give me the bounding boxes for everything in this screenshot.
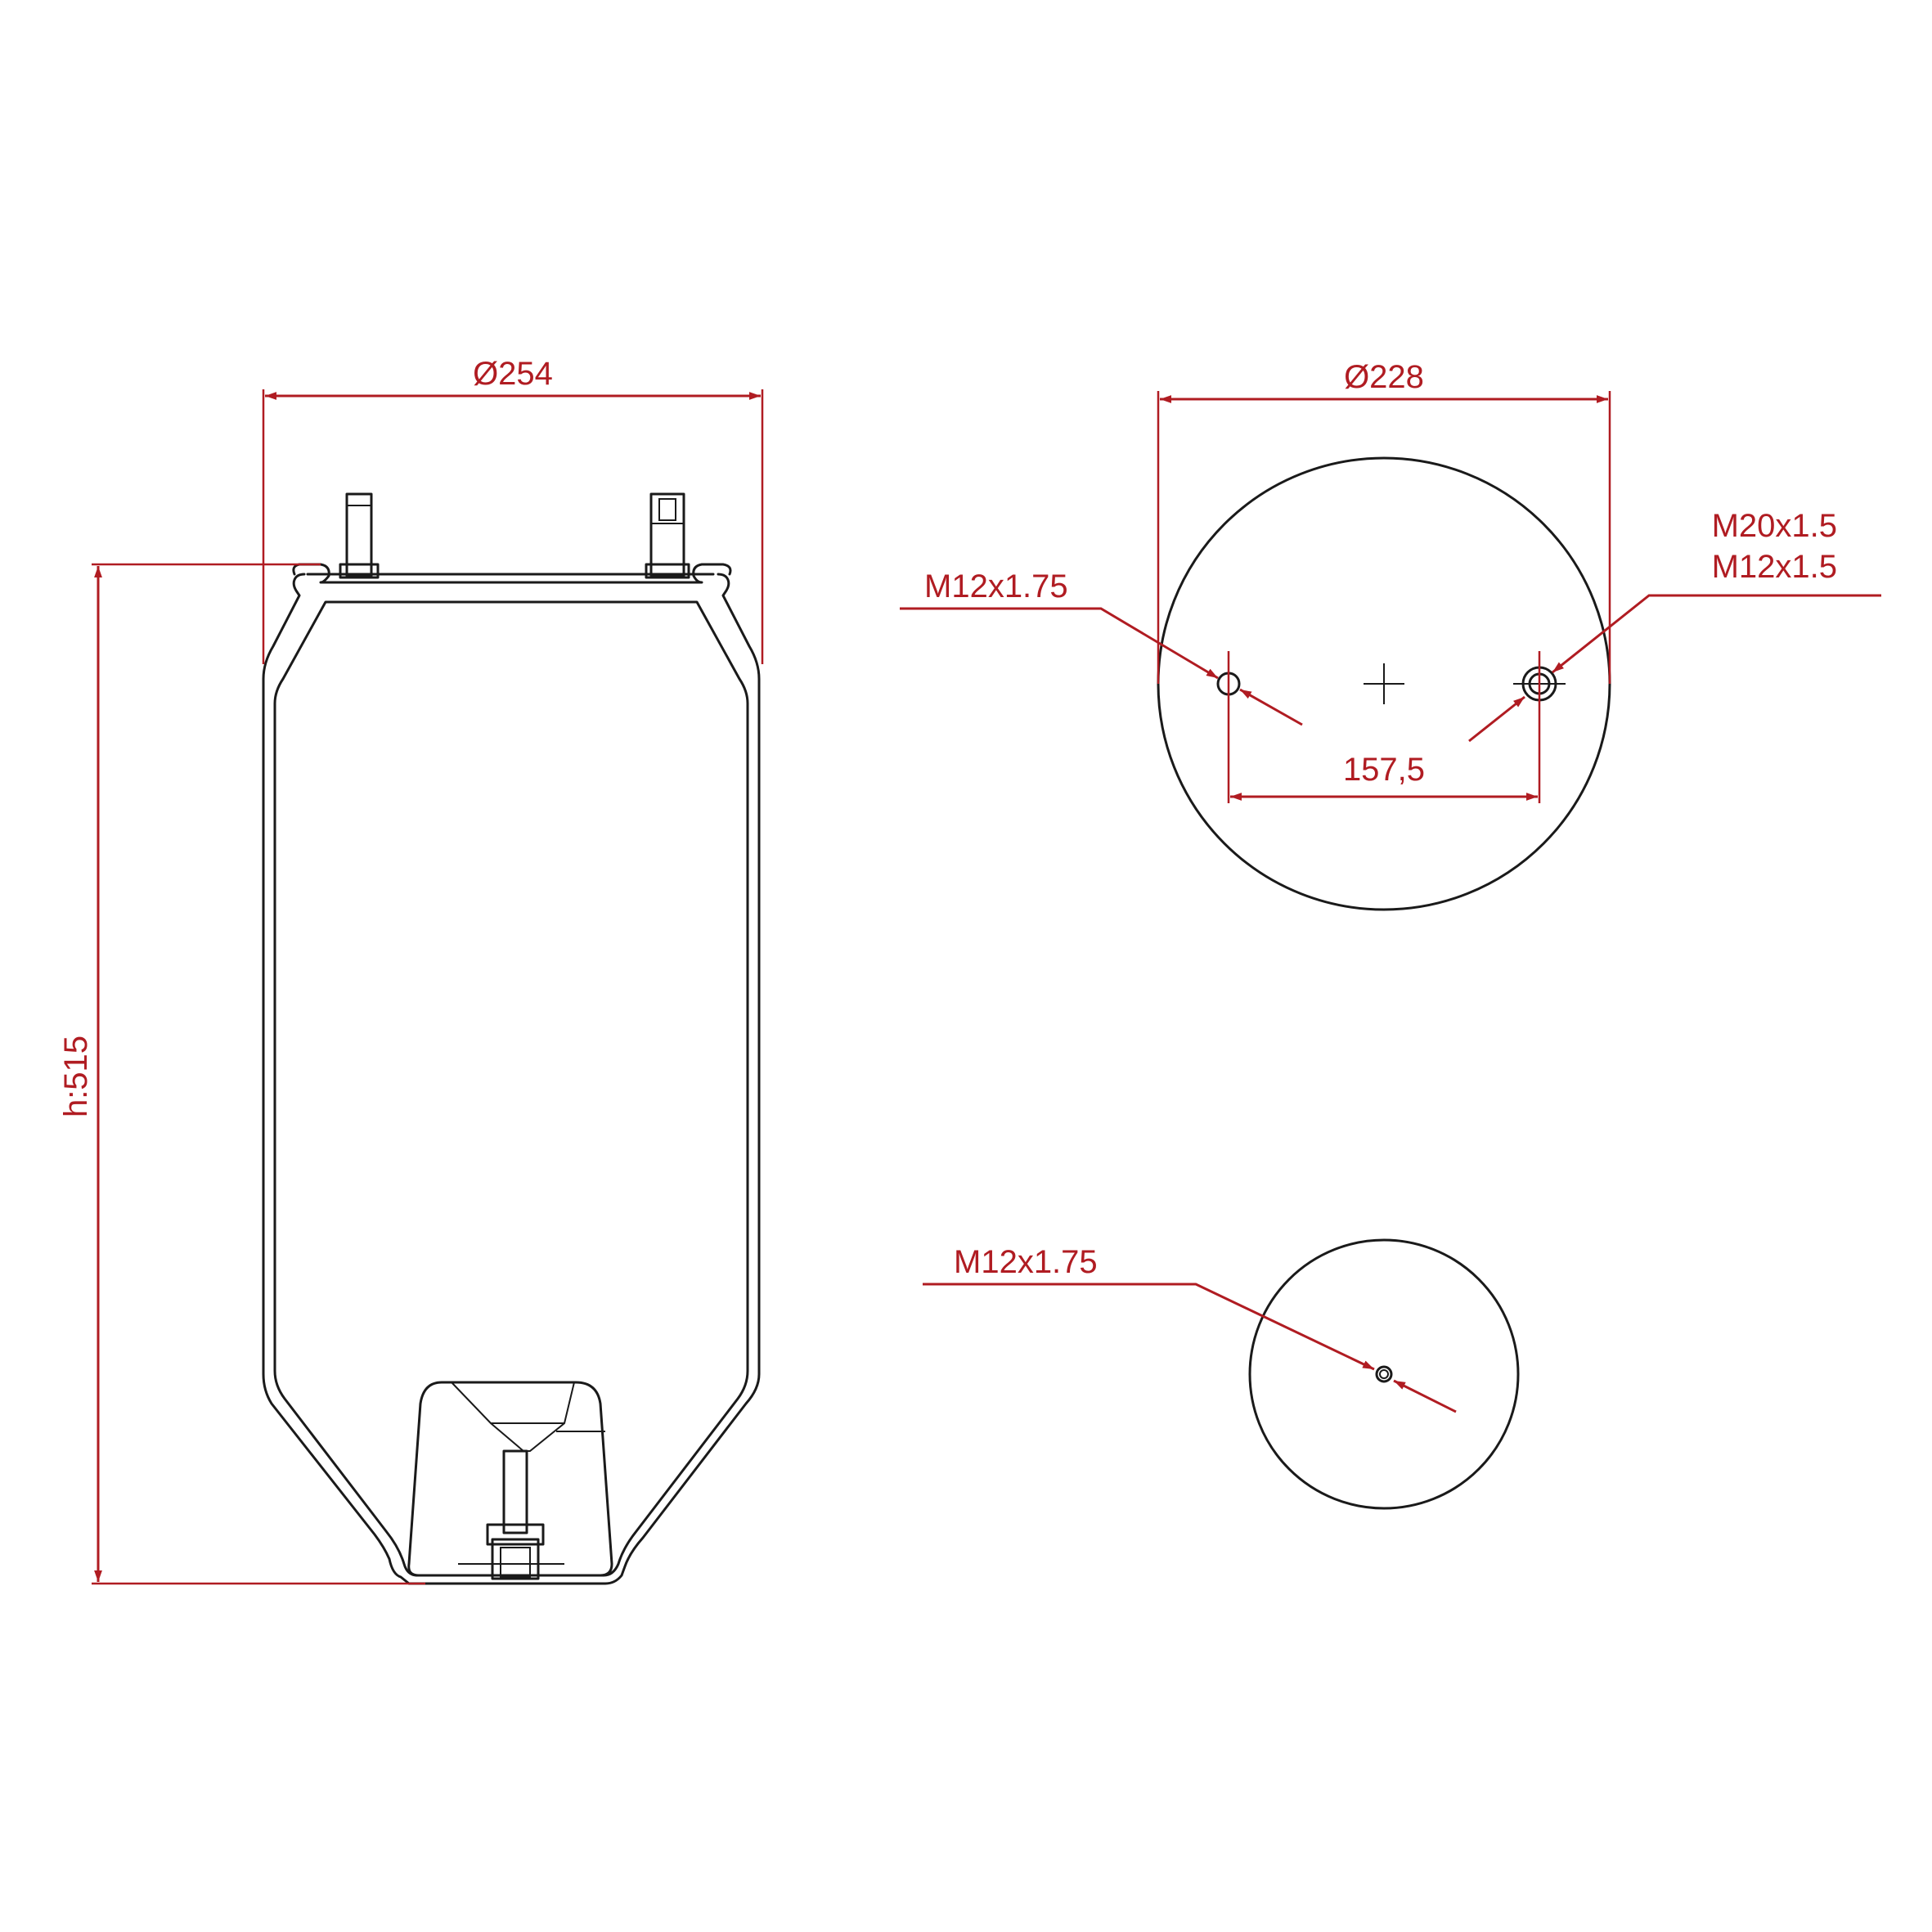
piston-bottom-circle: [1248, 1238, 1520, 1510]
height-label: h:515: [58, 1036, 94, 1117]
right-air-inlet-stud: [645, 492, 690, 579]
bottom-view: [1248, 1238, 1520, 1510]
bottom-thread-label: M12x1.75: [954, 1244, 1098, 1280]
bottom-view-dimensions: M12x1.75: [923, 1244, 1457, 1413]
bottom-thread-leader: [923, 1283, 1375, 1371]
piston-bottom-hole-inner: [1379, 1369, 1389, 1379]
side-view-dimensions: Ø254 h:515: [58, 356, 764, 1585]
spacing-label: 157,5: [1343, 752, 1425, 788]
left-thread-arrow-tail: [1239, 688, 1303, 726]
diameter-254-label: Ø254: [473, 356, 553, 392]
piston-bottom-hole: [1375, 1365, 1393, 1383]
side-view: [262, 492, 761, 1585]
bellow-outer-outline: [262, 573, 761, 1585]
right-thread-arrow-tail: [1468, 695, 1525, 743]
bottom-thread-arrow-tail: [1393, 1379, 1457, 1413]
right-thread-label-1: M20x1.5: [1712, 508, 1837, 544]
left-thread-label: M12x1.75: [924, 568, 1068, 604]
left-stud: [339, 492, 380, 579]
piston: [407, 1381, 613, 1580]
diameter-228-label: Ø228: [1344, 359, 1424, 395]
right-thread-leader: [1552, 594, 1881, 674]
right-thread-label-2: M12x1.5: [1712, 549, 1837, 585]
left-thread-leader: [900, 607, 1219, 680]
bellow-inner-outline: [273, 600, 749, 1577]
top-view: [1157, 456, 1611, 911]
top-view-dimensions: Ø228 157,5 M12x1.75 M20x1.5 M12x1.5: [900, 359, 1881, 803]
